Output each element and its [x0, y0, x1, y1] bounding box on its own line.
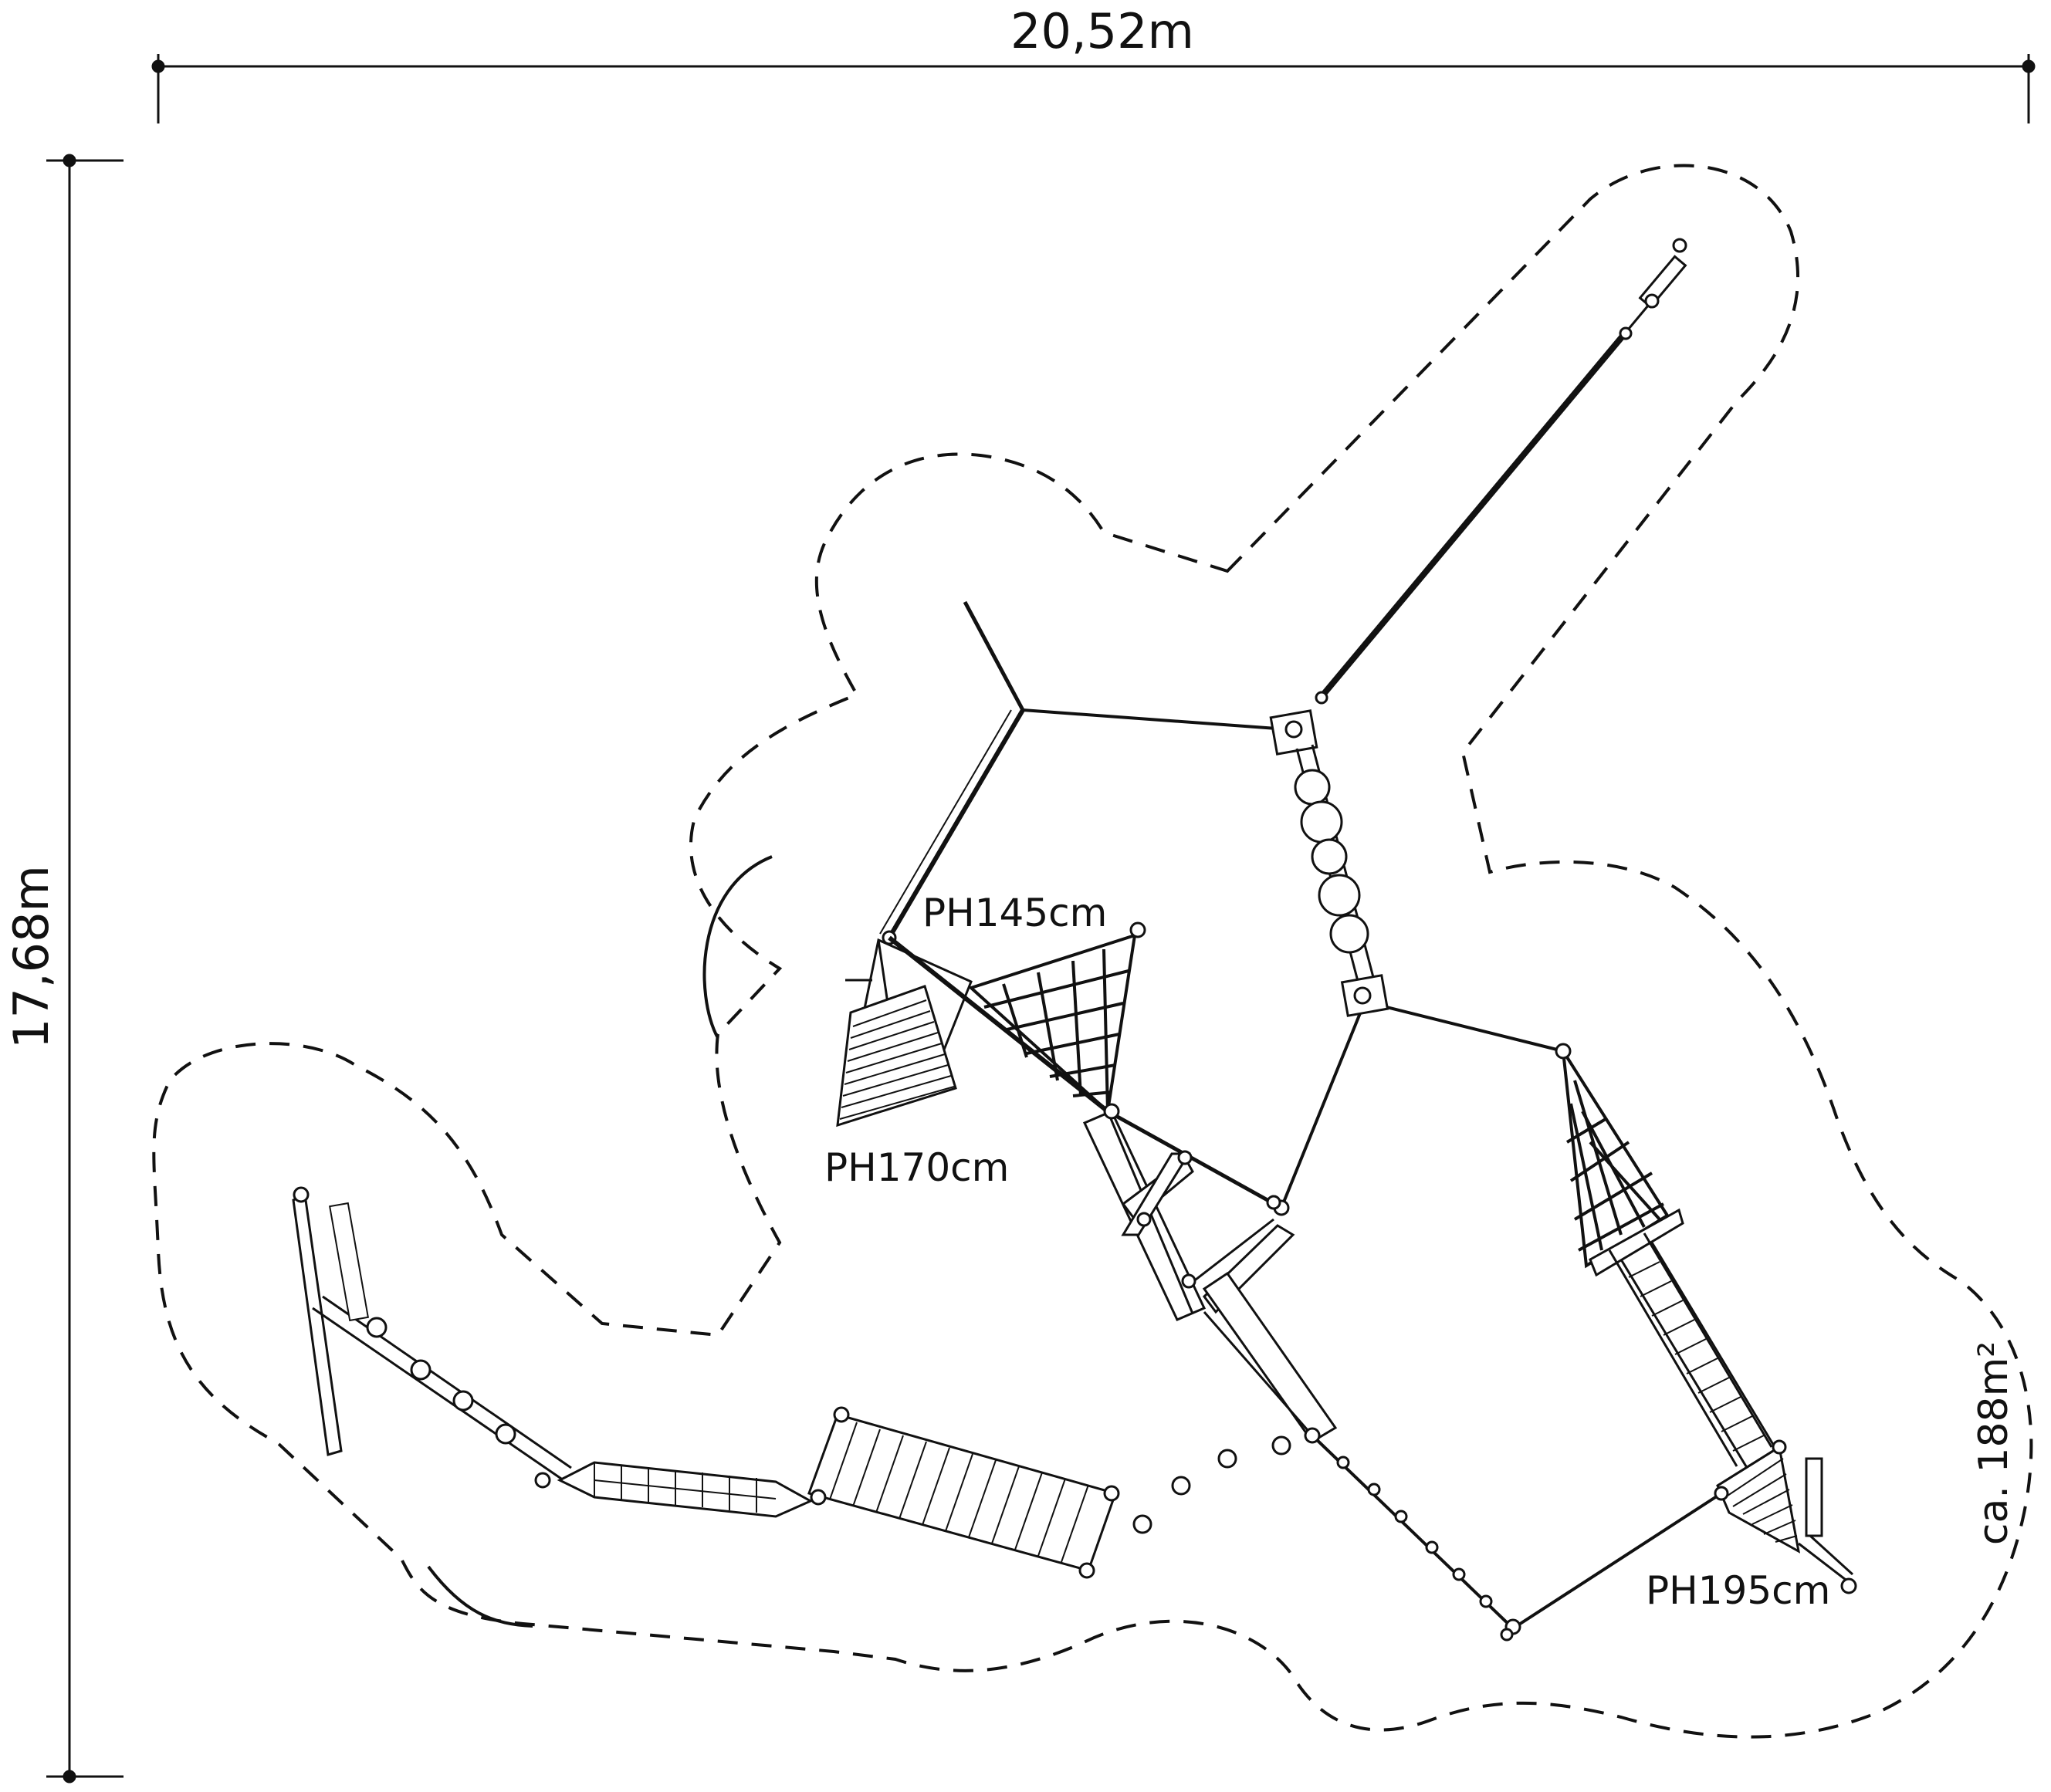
width-label: 20,52m: [1010, 3, 1194, 59]
label-ph145: PH145cm: [922, 891, 1107, 935]
width-dimension: [151, 54, 2036, 123]
climbing-net-top: [888, 933, 1137, 1114]
net-anchor-right: [1555, 1043, 1572, 1060]
central-tower: [1082, 1103, 1338, 1444]
ladder: [1589, 1208, 1781, 1471]
stepping-stones: [1132, 1435, 1291, 1534]
wooden-bridge: [807, 1406, 1120, 1579]
height-dimension: [46, 154, 124, 1784]
log-climbing-column: [1269, 709, 1389, 1017]
rope-frame: [879, 300, 1723, 1630]
safety-zone-outline: [152, 164, 2033, 1739]
outline-arc-top: [702, 855, 773, 1039]
net-anchor-post: [1129, 921, 1146, 938]
beaded-rope: [1336, 1456, 1521, 1642]
label-area: ca. 188m²: [1971, 1341, 2017, 1545]
outline-arc-bottom: [427, 1565, 533, 1628]
height-label: 17,68m: [3, 865, 59, 1049]
rope-bridge: [557, 1461, 814, 1518]
label-ph170: PH170cm: [824, 1145, 1009, 1190]
zipline-end-fittings: [1315, 238, 1687, 705]
balance-beam: [292, 1186, 572, 1489]
platform-ph195: [1714, 1439, 1857, 1594]
label-ph195: PH195cm: [1646, 1568, 1830, 1613]
slide-ph170: [836, 985, 957, 1128]
